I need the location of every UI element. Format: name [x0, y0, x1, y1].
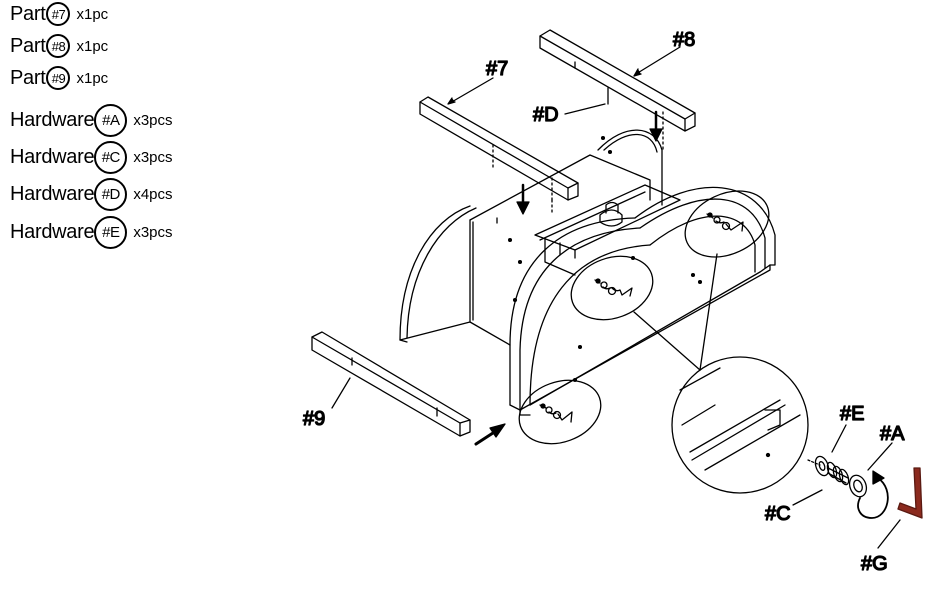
hardware-id-badge: #C [94, 141, 128, 174]
callout-hardware-D: #D [533, 104, 559, 126]
part-8-board [539, 29, 696, 151]
part-word: Part [10, 2, 46, 25]
part-9-board [311, 331, 471, 437]
rotate-arrow-icon [857, 470, 889, 519]
quantity-label: x1pc [76, 69, 109, 87]
quantity-label: x3pcs [133, 224, 173, 241]
part-7-board [419, 96, 579, 224]
parts-list-row: Hardware #C x3pcs [10, 141, 173, 174]
hardware-id-badge: #E [94, 216, 128, 249]
hardware-detail-oval [684, 190, 770, 258]
parts-list-row: Hardware #A x3pcs [10, 104, 173, 137]
callout-hardware-E: #E [840, 403, 864, 425]
cam-lock-A [848, 474, 868, 498]
right-arrow-icon [474, 423, 506, 446]
magnifier-leader-lines [633, 253, 718, 371]
hardware-word: Hardware [10, 109, 95, 131]
callout-part-7: #7 [486, 58, 508, 80]
quantity-label: x1pc [76, 5, 109, 23]
hardware-id-badge: #D [94, 178, 128, 211]
front-arch-top [634, 186, 776, 273]
down-arrow-icon [649, 110, 663, 142]
part-word: Part [10, 66, 46, 89]
quantity-label: x4pcs [133, 186, 173, 203]
callout-leaders [331, 46, 901, 549]
rear-side-panel [597, 129, 663, 206]
hardware-detail-oval [518, 379, 602, 445]
callout-tool-G: #G [861, 553, 888, 575]
hardware-word: Hardware [10, 183, 95, 205]
hardware-id-badge: #A [94, 104, 128, 137]
callout-part-9: #9 [303, 408, 325, 430]
parts-list-row: Part #7 x1pc [10, 2, 108, 26]
center-shelf [534, 184, 681, 276]
hardware-detail-oval [570, 255, 654, 321]
left-side-panel [399, 205, 477, 343]
hardware-explode [807, 455, 923, 519]
parts-list-row: Part #8 x1pc [10, 34, 108, 58]
quantity-label: x3pcs [133, 149, 173, 166]
callout-hardware-C: #C [765, 503, 791, 525]
callout-hardware-A: #A [880, 423, 905, 445]
part-number-badge: #7 [46, 2, 71, 26]
callout-part-8: #8 [673, 29, 695, 51]
down-arrow-icon [516, 183, 530, 215]
parts-list-row: Part #9 x1pc [10, 66, 108, 90]
quantity-label: x3pcs [133, 112, 173, 129]
hardware-word: Hardware [10, 146, 95, 168]
parts-list-row: Hardware #D x4pcs [10, 178, 173, 211]
quantity-label: x1pc [76, 37, 109, 55]
part-number-badge: #9 [46, 66, 71, 90]
allen-key-G [897, 467, 923, 519]
part-word: Part [10, 34, 46, 57]
assembly-arrows [474, 110, 663, 446]
parts-list-row: Hardware #E x3pcs [10, 216, 173, 249]
bolt-C [826, 461, 850, 486]
hardware-word: Hardware [10, 221, 95, 243]
front-side-panel [509, 217, 771, 416]
magnified-detail-circle [671, 356, 809, 494]
part-number-badge: #8 [46, 34, 71, 58]
washer-E [814, 455, 830, 477]
